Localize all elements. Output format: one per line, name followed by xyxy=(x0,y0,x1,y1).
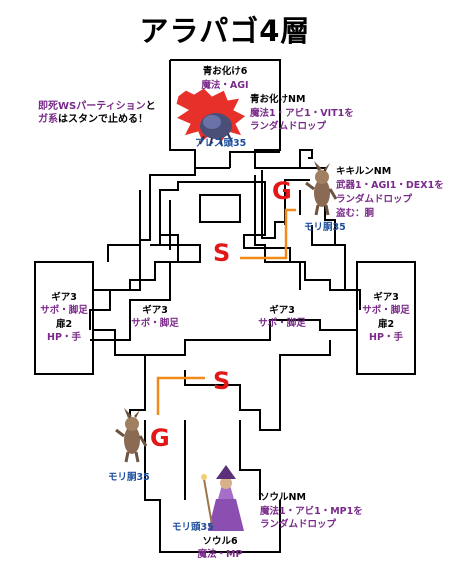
kirin-nm-body-label: モリ胴35 xyxy=(304,222,346,233)
kirin-nm-drop-3: 盗む：胴 xyxy=(336,208,375,219)
ghost-warning-plain-1: と xyxy=(145,101,156,112)
right-outer-room-line-2: サポ・脚足 xyxy=(362,305,410,316)
kirin-nm-name: キキルンNM xyxy=(336,166,392,177)
page-title: アラパゴ4層 xyxy=(139,14,311,48)
kirin-left-body-label: モリ胴35 xyxy=(108,472,150,483)
ghost-nm-drop-2: ランダムドロップ xyxy=(250,121,327,132)
left-outer-room-line-2: サポ・脚足 xyxy=(40,305,88,316)
kirin-nm-icon xyxy=(305,161,338,216)
soul-nm-icon xyxy=(201,465,244,531)
ghost-warning-line-2: ガ系はスタンで止める！ xyxy=(38,113,188,126)
start-marker-lower: S xyxy=(213,367,231,395)
left-outer-room-line-1: ギア3 xyxy=(51,292,77,303)
ghost-warning-line-1: 即死WSパーティションと xyxy=(38,100,188,113)
soul-nm-name: ソウルNM xyxy=(260,492,306,503)
route-upper xyxy=(240,208,296,260)
top-room-drops: 魔法・AGI xyxy=(201,80,249,91)
ghost-warning-plain-2: はスタンで止める！ xyxy=(58,114,148,125)
ghost-nm-head-label: アレス頭35 xyxy=(195,138,247,149)
map-walls xyxy=(34,59,416,553)
right-outer-room-line-3: 扉2 xyxy=(377,319,395,330)
ghost-warning-highlight-1: 即死WSパーティション xyxy=(38,101,146,112)
bottom-room-drops: 魔法・MP xyxy=(197,549,243,560)
right-outer-room-line-4: HP・手 xyxy=(369,332,403,343)
top-room-name: 青お化け6 xyxy=(202,66,248,77)
goal-marker-upper: G xyxy=(272,177,292,205)
right-outer-room-line-1: ギア3 xyxy=(373,292,399,303)
top-room-wall xyxy=(169,59,313,169)
right-outer-room-wall xyxy=(356,261,416,375)
left-inner-room-line-1: ギア3 xyxy=(142,305,168,316)
ghost-nm-name: 青お化けNM xyxy=(250,94,306,105)
kirin-nm-drop-1: 武器1・AGI1・DEX1を xyxy=(336,180,444,191)
route-lower xyxy=(156,376,205,415)
left-outer-room-line-3: 扉2 xyxy=(55,319,73,330)
route-paths xyxy=(156,208,296,415)
ghost-warning-note: 即死WSパーティションと ガ系はスタンで止める！ xyxy=(38,100,188,134)
right-inner-room-line-1: ギア3 xyxy=(269,305,295,316)
left-inner-room-line-2: サポ・脚足 xyxy=(131,318,179,329)
left-corridor-wall xyxy=(107,190,161,262)
right-inner-room-line-2: サポ・脚足 xyxy=(258,318,306,329)
start-marker-upper: S xyxy=(213,239,231,267)
ghost-nm-icon xyxy=(174,87,247,147)
ghost-nm-drop-1: 魔法1・アビ1・VIT1を xyxy=(250,108,354,119)
ghost-warning-highlight-2: ガ系 xyxy=(38,114,58,125)
kirin-left-icon xyxy=(115,408,148,463)
left-outer-room-line-4: HP・手 xyxy=(47,332,81,343)
kirin-nm-drop-2: ランダムドロップ xyxy=(336,194,413,205)
goal-marker-lower: G xyxy=(150,424,170,452)
soul-nm-head-label: モリ頭35 xyxy=(172,522,214,533)
soul-nm-drop-2: ランダムドロップ xyxy=(260,519,337,530)
soul-nm-drop-1: 魔法1・アビ1・MP1を xyxy=(260,506,363,517)
left-outer-room-wall xyxy=(34,261,94,375)
right-corridor-wall xyxy=(261,170,340,246)
bottom-room-name: ソウル6 xyxy=(202,536,238,547)
